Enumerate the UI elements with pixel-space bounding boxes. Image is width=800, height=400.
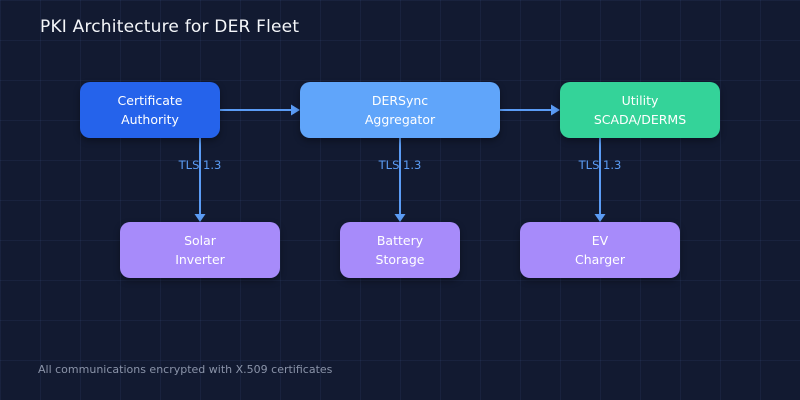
arrowhead-aggregator-to-battery [394,214,406,222]
node-label-line: EV [591,233,609,248]
arrowhead-aggregator-to-utility [551,104,560,116]
node-ev-charger: EV Charger [520,222,680,278]
node-utility-scada-derms: Utility SCADA/DERMS [560,82,720,138]
node-label-line: Aggregator [364,112,436,127]
node-label-line: Battery [376,233,424,248]
arrowhead-ca-to-solar [194,214,206,222]
node-label-line: Certificate [117,93,183,108]
footer-note: All communications encrypted with X.509 … [38,363,333,376]
node-dersync-aggregator: DERSync Aggregator [300,82,500,138]
node-label-line: Inverter [175,252,225,267]
node-solar-inverter: Solar Inverter [120,222,280,278]
node-battery-storage: Battery Storage [340,222,460,278]
node-label-line: SCADA/DERMS [593,112,687,127]
edge-label-tls-aggregator-battery: TLS 1.3 [378,158,422,172]
arrowhead-utility-to-ev [594,214,606,222]
node-label-line: Utility [621,93,659,108]
node-certificate-authority: Certificate Authority [80,82,220,138]
node-label-line: Authority [121,112,179,127]
edge-label-tls-utility-ev: TLS 1.3 [578,158,622,172]
node-label-line: Solar [184,233,216,248]
diagram-title: PKI Architecture for DER Fleet [40,17,300,37]
edge-label-tls-ca-solar: TLS 1.3 [178,158,222,172]
node-label-line: Charger [575,252,625,267]
node-label-line: Storage [375,252,425,267]
node-label-line: DERSync [371,93,429,108]
arrowhead-ca-to-aggregator [291,104,300,116]
